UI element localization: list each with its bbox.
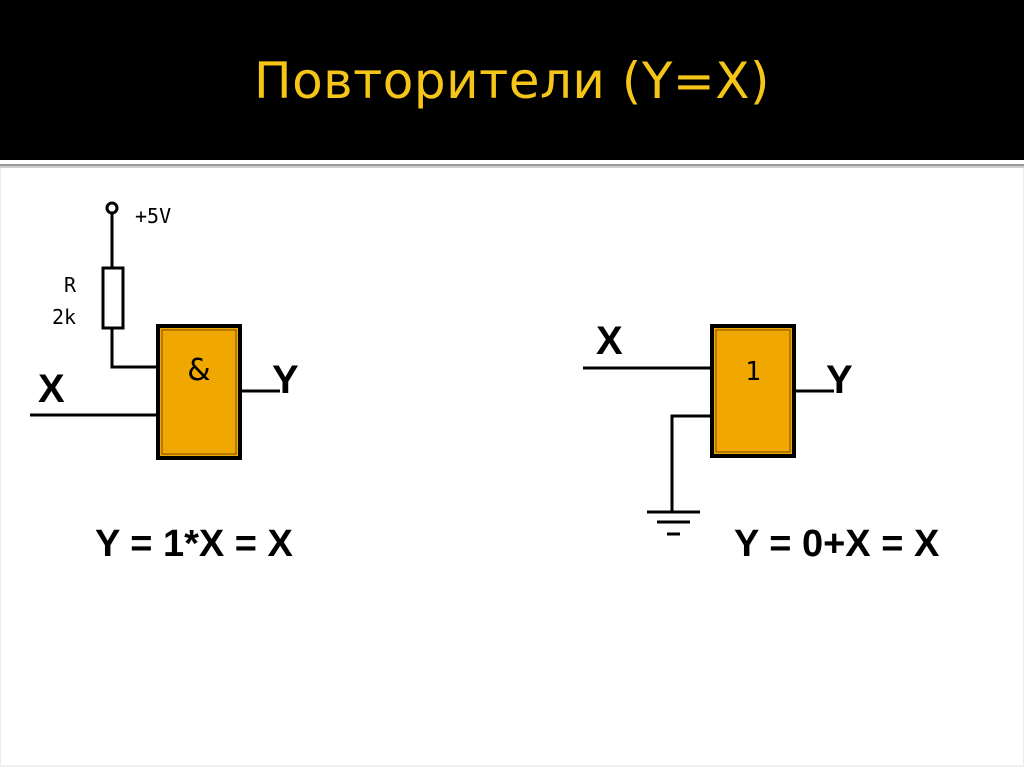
resistor-name: R — [64, 273, 77, 297]
ground-wire — [670, 414, 713, 512]
right-output-label: Y — [826, 358, 853, 402]
left-equation: Y = 1*X = X — [95, 523, 294, 565]
or-symbol: 1 — [745, 357, 761, 387]
or-gate — [710, 324, 796, 458]
header-divider-shadow — [0, 166, 1024, 168]
and-gate — [156, 324, 242, 460]
or-gate-inner-border — [715, 329, 791, 453]
resistor-icon — [101, 266, 125, 330]
ground-icon — [647, 510, 700, 536]
left-input-label: X — [38, 367, 65, 411]
slide-header — [0, 0, 1024, 160]
or-repeater-circuit: X 1 Y Y = 0+X = X — [583, 319, 940, 565]
slide-content — [0, 168, 1024, 767]
resistor-value: 2k — [52, 305, 76, 329]
pullup-wire — [110, 328, 159, 369]
left-output-label: Y — [272, 358, 299, 402]
and-gate-inner-border — [161, 329, 237, 455]
header-divider — [0, 164, 1024, 166]
supply-terminal-icon — [105, 201, 119, 215]
and-repeater-circuit: +5V R 2k X & Y Y = 1*X = X — [30, 201, 299, 565]
right-input-label: X — [596, 319, 623, 363]
slide-title: Повторители (Y=X) — [253, 52, 771, 110]
and-symbol: & — [187, 353, 210, 388]
right-equation: Y = 0+X = X — [734, 523, 940, 565]
supply-label: +5V — [135, 204, 171, 228]
